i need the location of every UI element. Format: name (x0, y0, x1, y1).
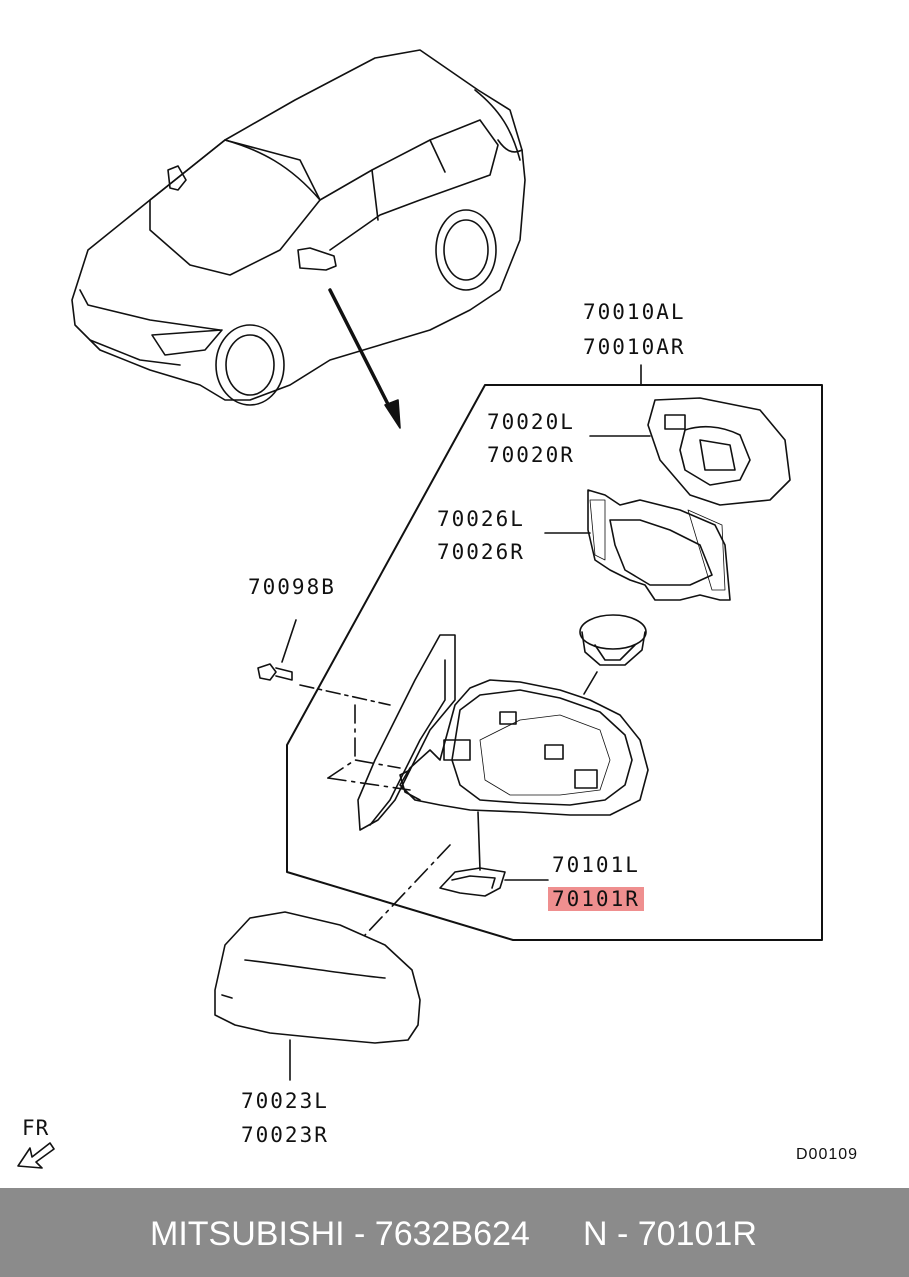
side-lamp (439, 867, 549, 897)
label-70020l: 70020L (487, 410, 575, 434)
mirror-holder (544, 489, 731, 601)
front-label: FR (22, 1116, 50, 1140)
front-arrow-icon (17, 1142, 55, 1169)
assembly-frame (286, 364, 823, 941)
guide-lines (327, 704, 451, 936)
label-70023l: 70023L (241, 1089, 329, 1113)
footer-reference: N - 70101R (583, 1215, 757, 1253)
label-70023r: 70023R (241, 1123, 329, 1147)
parts-diagram (17, 49, 823, 1169)
label-70101l: 70101L (552, 853, 640, 877)
pointer-arrow (328, 288, 401, 429)
label-70026l: 70026L (437, 507, 525, 531)
label-70010al: 70010AL (583, 300, 686, 324)
mirror-glass (589, 397, 791, 506)
label-70101r-highlighted[interactable]: 70101R (548, 887, 644, 911)
mirror-actuator (579, 614, 647, 695)
mirror-cover (214, 911, 421, 1081)
label-70098b: 70098B (248, 575, 336, 599)
car-illustration (71, 49, 526, 406)
footer-bar: MITSUBISHI - 7632B624 N - 70101R (0, 1188, 909, 1277)
diagram-id: D00109 (796, 1146, 859, 1163)
footer-brand-part-number: MITSUBISHI - 7632B624 (150, 1215, 530, 1253)
label-70020r: 70020R (487, 443, 575, 467)
mirror-housing (357, 634, 649, 871)
label-70026r: 70026R (437, 540, 525, 564)
label-70010ar: 70010AR (583, 335, 686, 359)
screw-part (257, 619, 391, 706)
